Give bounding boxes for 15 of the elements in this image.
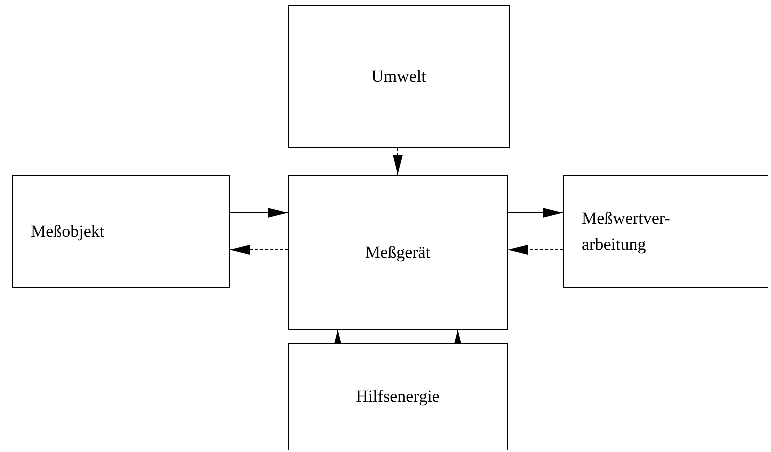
block-box [12,175,230,288]
block-box [288,343,508,450]
arrow [508,208,564,218]
block-label: Umwelt [372,66,426,88]
arrow [393,148,403,176]
block-label: Meßobjekt [31,220,105,243]
block-box [288,5,510,148]
arrow [230,208,288,218]
block-label: Meßgerät [365,242,431,264]
block-label: Meßwertver- arbeitung [582,208,672,256]
block-label: Hilfsenergie [356,386,440,408]
arrow [508,245,564,255]
arrow [230,245,288,255]
block-box [563,175,768,288]
block-box [288,175,508,330]
